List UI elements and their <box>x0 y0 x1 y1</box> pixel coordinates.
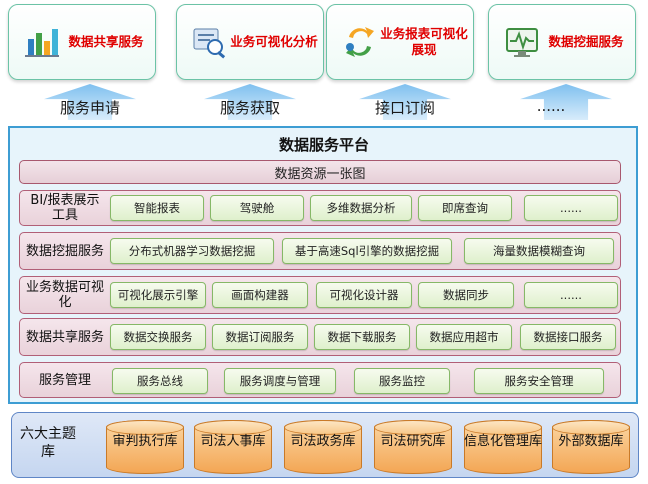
service-card-data-mining: 数据挖掘服务 <box>488 4 636 80</box>
access-label-more: ...... <box>536 97 566 115</box>
database-label: 审判执行库 <box>112 434 178 449</box>
database-cylinder <box>194 420 272 474</box>
module-chip: 海量数据模糊查询 <box>464 238 614 264</box>
service-card-label: 数据挖掘服务 <box>548 34 624 49</box>
module-chip: 数据同步 <box>418 282 514 308</box>
service-card-report-visualization: 业务报表可视化展现 <box>326 4 474 80</box>
database-label: 司法人事库 <box>200 434 266 449</box>
module-chip: 数据交换服务 <box>110 324 206 350</box>
layer-service-management: 服务管理 服务总线 服务调度与管理 服务监控 服务安全管理 <box>19 362 621 398</box>
module-chip: 多维数据分析 <box>310 195 412 221</box>
module-chip: 服务调度与管理 <box>224 368 336 394</box>
module-chip: 数据接口服务 <box>520 324 616 350</box>
database-label: 信息化管理库 <box>464 434 543 449</box>
module-chip: ...... <box>524 282 618 308</box>
monitor-pulse-icon <box>506 28 538 57</box>
access-label-obtain: 服务获取 <box>219 99 280 117</box>
service-card-label: 业务报表可视化展现 <box>380 26 468 57</box>
module-chip: 画面构建器 <box>212 282 308 308</box>
database-cylinder <box>284 420 362 474</box>
analysis-icon <box>193 28 226 59</box>
module-chip: 数据应用超市 <box>416 324 512 350</box>
layer-bi-reporting: BI/报表展示工具 智能报表 驾驶舱 多维数据分析 即席查询 ...... <box>19 190 621 226</box>
module-chip: 可视化设计器 <box>316 282 412 308</box>
database-cylinder <box>552 420 630 474</box>
database-cylinder <box>374 420 452 474</box>
layer-label: 数据共享服务 <box>26 329 105 345</box>
layer-label: BI/报表展示工具 <box>30 193 100 223</box>
service-card-label: 业务可视化分析 <box>230 34 318 49</box>
database-label: 司法政务库 <box>290 434 356 449</box>
themes-label: 六大主题库 <box>20 426 76 460</box>
module-chip: 数据订阅服务 <box>212 324 308 350</box>
bar-chart-icon <box>25 29 59 57</box>
module-chip: 即席查询 <box>418 195 512 221</box>
module-chip: 可视化展示引擎 <box>110 282 206 308</box>
module-chip: 服务总线 <box>112 368 208 394</box>
module-chip: 数据下载服务 <box>314 324 410 350</box>
database-label: 司法研究库 <box>380 434 446 449</box>
resource-map-band: 数据资源一张图 <box>19 160 621 184</box>
module-chip: 服务安全管理 <box>474 368 604 394</box>
service-card-data-sharing: 数据共享服务 <box>8 4 156 80</box>
cycle-arrows-icon <box>346 27 374 57</box>
module-chip: 基于高速Sql引擎的数据挖掘 <box>282 238 452 264</box>
layer-label: 服务管理 <box>38 372 91 388</box>
access-label-subscribe: 接口订阅 <box>374 99 435 117</box>
access-label-apply: 服务申请 <box>59 99 120 117</box>
resource-map-label: 数据资源一张图 <box>274 166 366 182</box>
service-card-business-visual-analysis: 业务可视化分析 <box>176 4 324 80</box>
database-label: 外部数据库 <box>558 434 624 449</box>
module-chip: 服务监控 <box>354 368 450 394</box>
layer-business-visualization: 业务数据可视化 可视化展示引擎 画面构建器 可视化设计器 数据同步 ...... <box>19 276 621 314</box>
module-chip: 智能报表 <box>110 195 204 221</box>
module-chip: 分布式机器学习数据挖掘 <box>110 238 274 264</box>
layer-label: 数据挖掘服务 <box>26 243 105 259</box>
layer-data-sharing: 数据共享服务 数据交换服务 数据订阅服务 数据下载服务 数据应用超市 数据接口服… <box>19 318 621 356</box>
platform-title: 数据服务平台 <box>278 136 369 154</box>
database-cylinder <box>464 420 542 474</box>
service-card-label: 数据共享服务 <box>68 34 144 49</box>
module-chip: ...... <box>524 195 618 221</box>
layer-label: 业务数据可视化 <box>26 280 105 310</box>
layer-data-mining: 数据挖掘服务 分布式机器学习数据挖掘 基于高速Sql引擎的数据挖掘 海量数据模糊… <box>19 232 621 270</box>
module-chip: 驾驶舱 <box>210 195 304 221</box>
database-cylinder <box>106 420 184 474</box>
